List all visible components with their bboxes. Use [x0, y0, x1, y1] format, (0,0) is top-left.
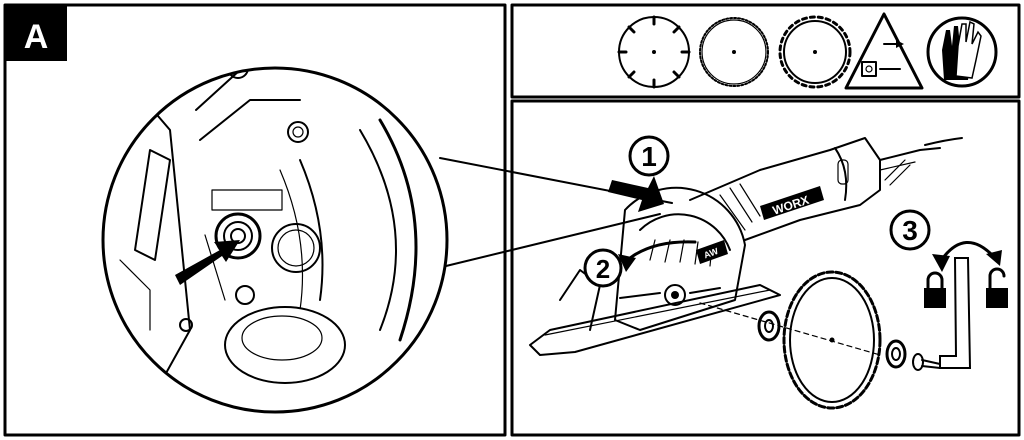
panel-a-label: A: [5, 5, 67, 61]
step-1-badge: 1: [628, 135, 670, 177]
assembly-panel-frame: [510, 99, 1021, 437]
magnifier-leader: [439, 157, 673, 267]
step-3-badge: 3: [889, 209, 931, 251]
step-2-badge: 2: [583, 248, 623, 288]
panel-a-frame: [3, 3, 507, 437]
unlocked-padlock-icon: [986, 267, 1008, 308]
step-2-arrow: [623, 240, 697, 264]
guard-brand-label: AW: [702, 246, 720, 261]
step-2-number: 2: [596, 254, 610, 284]
inner-flange: [757, 310, 781, 342]
circular-saw: WORX AW: [529, 137, 963, 356]
outer-flange: [885, 339, 907, 369]
fine-blade-icon: [699, 17, 769, 87]
magnifier-ring: [101, 66, 449, 414]
icon-panel-frame: [510, 3, 1021, 99]
step-3-number: 3: [902, 215, 918, 246]
gloves-icon: [926, 16, 998, 88]
panel-a-letter: A: [24, 18, 49, 56]
brand-plate: [760, 186, 824, 220]
saw-blade: [782, 270, 882, 410]
detail-magnifier: [101, 66, 449, 414]
blade-bolt: [912, 353, 941, 371]
toothed-blade-icon: [778, 15, 852, 89]
step-1-number: 1: [641, 141, 657, 172]
diamond-blade-icon: [617, 15, 691, 89]
hex-key: [939, 257, 972, 369]
locked-padlock-icon: [924, 271, 946, 308]
unplug-warning-icon: [844, 12, 924, 90]
step-1-arrow: [608, 176, 664, 212]
guard-brand-plate: [696, 240, 728, 264]
